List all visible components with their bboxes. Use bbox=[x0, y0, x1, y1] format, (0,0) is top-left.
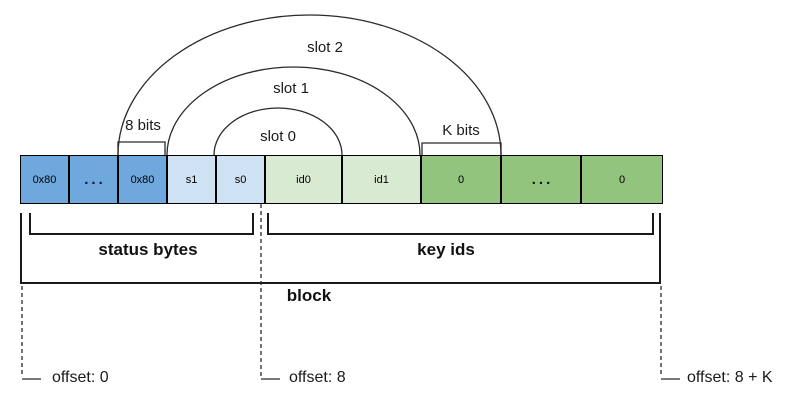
cell-status-s0: s0 bbox=[216, 155, 265, 204]
cell-label: id0 bbox=[296, 173, 311, 186]
cell-status-ellipsis: ... bbox=[69, 155, 118, 204]
offset-8-label: offset: 8 bbox=[289, 369, 346, 386]
slot-2-label: slot 2 bbox=[307, 39, 343, 56]
slot-0-label: slot 0 bbox=[260, 128, 296, 145]
cell-label: s0 bbox=[234, 173, 247, 186]
cell-status-s1: s1 bbox=[167, 155, 216, 204]
slot-1-label: slot 1 bbox=[273, 80, 309, 97]
offset-8k-label: offset: 8 + K bbox=[687, 369, 773, 386]
slot-2-arc bbox=[117, 14, 502, 156]
cell-keyid-ellipsis: ... bbox=[501, 155, 581, 204]
cell-label: s1 bbox=[185, 173, 198, 186]
cell-keyid-id0: id0 bbox=[265, 155, 342, 204]
block-label: block bbox=[286, 286, 332, 305]
cell-status-0x80-last: 0x80 bbox=[118, 155, 167, 204]
status-bytes-brace bbox=[29, 213, 254, 235]
slot-1-arc bbox=[166, 66, 421, 156]
cell-label: 0 bbox=[457, 173, 465, 186]
block-byte-row: 0x80 ... 0x80 s1 s0 id0 id1 0 ... 0 bbox=[20, 155, 663, 204]
cell-label: id1 bbox=[374, 173, 389, 186]
cell-label: 0x80 bbox=[130, 173, 155, 186]
block-brace bbox=[20, 213, 661, 284]
status-bytes-label: status bytes bbox=[98, 240, 198, 259]
offset-0-label: offset: 0 bbox=[52, 369, 109, 386]
slot-0-arc bbox=[213, 107, 343, 156]
key-ids-brace bbox=[267, 213, 654, 235]
ellipsis-label: ... bbox=[531, 171, 554, 188]
cell-status-0x80-first: 0x80 bbox=[20, 155, 69, 204]
cell-keyid-id1: id1 bbox=[342, 155, 421, 204]
key-ids-label: key ids bbox=[417, 240, 475, 259]
8-bits-bracket bbox=[117, 141, 166, 155]
ellipsis-label: ... bbox=[84, 171, 106, 188]
cell-label: 0 bbox=[618, 173, 626, 186]
8-bits-label: 8 bits bbox=[125, 117, 161, 134]
k-bits-label: K bits bbox=[442, 122, 480, 139]
k-bits-bracket bbox=[421, 142, 502, 155]
cell-keyid-zero-last: 0 bbox=[581, 155, 663, 204]
cell-label: 0x80 bbox=[32, 173, 57, 186]
cell-keyid-zero-first: 0 bbox=[421, 155, 501, 204]
